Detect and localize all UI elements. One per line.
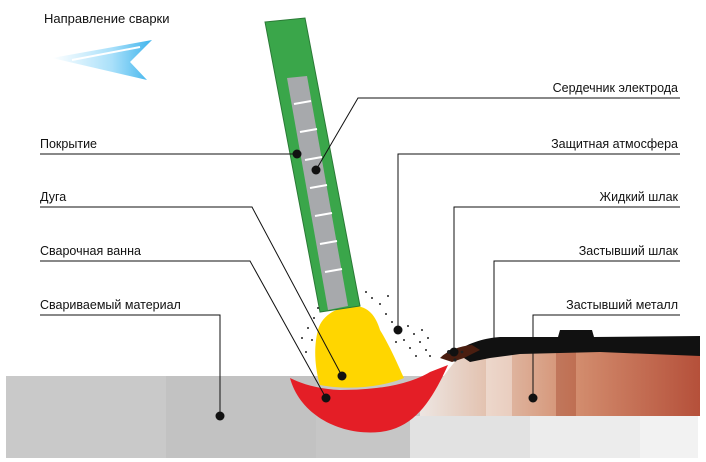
leader-dots	[215, 149, 538, 421]
leader-weld-pool	[40, 260, 327, 399]
solidified-slag	[455, 330, 700, 362]
label-weld-pool: Сварочная ванна	[40, 244, 141, 258]
leader-arc	[40, 206, 343, 377]
leader-shielding-gas	[397, 153, 680, 330]
label-liquid-slag: Жидкий шлак	[599, 190, 678, 204]
arc	[315, 306, 404, 388]
electrode-core-hatches	[293, 100, 343, 273]
leader-electrode-core	[315, 97, 680, 171]
metal-bead-bands	[486, 350, 576, 416]
liquid-slag	[440, 345, 480, 362]
label-solid-slag: Застывший шлак	[578, 244, 678, 258]
leader-solid-slag	[493, 260, 680, 338]
label-coating: Покрытие	[40, 137, 98, 151]
leader-lines	[40, 97, 680, 416]
label-shielding-gas: Защитная атмосфера	[551, 137, 678, 151]
label-arc: Дуга	[40, 190, 67, 204]
solidified-metal	[420, 344, 700, 416]
diagram-title: Направление сварки	[44, 11, 170, 26]
label-base-metal: Свариваемый материал	[40, 298, 181, 312]
direction-arrow-icon	[52, 40, 152, 80]
leader-solid-metal	[532, 314, 680, 398]
label-electrode-core: Сердечник электрода	[552, 81, 678, 95]
leader-liquid-slag	[453, 206, 680, 352]
electrode	[264, 17, 361, 313]
leader-base-metal	[40, 314, 221, 416]
label-solid-metal: Застывший металл	[566, 298, 678, 312]
electrode-core	[287, 76, 348, 310]
weld-pool	[290, 365, 448, 433]
